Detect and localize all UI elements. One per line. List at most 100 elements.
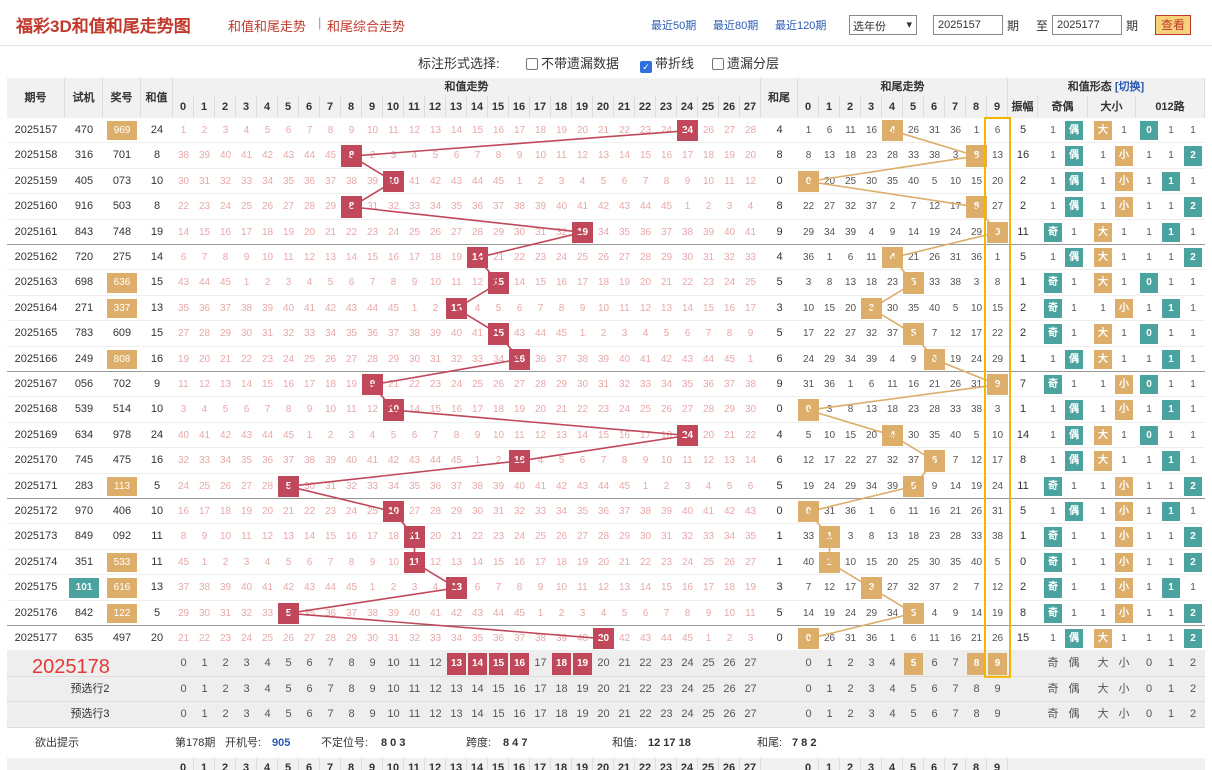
pick-sum[interactable]: 23 xyxy=(657,653,676,675)
pick-sum[interactable]: 26 xyxy=(720,653,739,675)
pick-tail[interactable]: 2 xyxy=(841,653,860,675)
pick-sum[interactable]: 4 xyxy=(258,704,277,726)
pick-sum[interactable]: 0 xyxy=(174,678,193,701)
pick-bigsmall[interactable]: 小 xyxy=(1115,678,1133,701)
pick-tail[interactable]: 3 xyxy=(862,704,881,726)
pick-tail[interactable]: 7 xyxy=(946,704,965,726)
pick-sum[interactable]: 24 xyxy=(678,704,697,726)
pick-sum[interactable]: 17 xyxy=(531,678,550,701)
pick-bigsmall[interactable]: 大 xyxy=(1094,704,1112,726)
pick-oddeven[interactable]: 奇 xyxy=(1044,678,1062,701)
pick-sum[interactable]: 27 xyxy=(741,653,760,675)
pick-sum[interactable]: 25 xyxy=(699,653,718,675)
pick-route[interactable]: 2 xyxy=(1184,678,1202,701)
pick-tail[interactable]: 3 xyxy=(862,653,881,675)
pick-tail[interactable]: 7 xyxy=(946,678,965,701)
pick-bigsmall[interactable]: 大 xyxy=(1094,653,1112,675)
pick-sum[interactable]: 17 xyxy=(531,653,550,675)
pick-oddeven[interactable]: 奇 xyxy=(1044,653,1062,675)
pick-tail[interactable]: 6 xyxy=(925,678,944,701)
pick-sum[interactable]: 6 xyxy=(300,704,319,726)
pick-sum[interactable]: 23 xyxy=(657,678,676,701)
pick-tail[interactable]: 4 xyxy=(883,678,902,701)
pick-sum-selected[interactable]: 14 xyxy=(468,653,487,675)
pick-sum[interactable]: 16 xyxy=(510,678,529,701)
pick-sum[interactable]: 15 xyxy=(489,704,508,726)
pick-sum[interactable]: 1 xyxy=(195,704,214,726)
pick-sum[interactable]: 26 xyxy=(720,678,739,701)
pick-sum[interactable]: 1 xyxy=(195,653,214,675)
pick-sum[interactable]: 17 xyxy=(531,704,550,726)
pick-sum[interactable]: 13 xyxy=(447,678,466,701)
pick-bigsmall[interactable]: 小 xyxy=(1115,653,1133,675)
pick-route[interactable]: 0 xyxy=(1140,704,1158,726)
pick-sum[interactable]: 14 xyxy=(468,704,487,726)
pick-sum-selected[interactable]: 15 xyxy=(489,653,508,675)
pick-sum[interactable]: 0 xyxy=(174,704,193,726)
option-miss-layer[interactable]: 遗漏分层 xyxy=(712,53,779,72)
pick-sum[interactable]: 27 xyxy=(741,678,760,701)
pick-sum-selected[interactable]: 16 xyxy=(510,653,529,675)
pick-tail[interactable]: 0 xyxy=(799,678,818,701)
pick-sum[interactable]: 8 xyxy=(342,653,361,675)
checked-checkbox-icon[interactable]: ✓ xyxy=(640,61,652,73)
checkbox-icon[interactable] xyxy=(526,58,538,70)
pick-tail[interactable]: 0 xyxy=(799,653,818,675)
pick-oddeven[interactable]: 偶 xyxy=(1065,653,1083,675)
pick-sum[interactable]: 10 xyxy=(384,678,403,701)
pick-sum[interactable]: 4 xyxy=(258,678,277,701)
pick-oddeven[interactable]: 偶 xyxy=(1065,678,1083,701)
pick-sum[interactable]: 18 xyxy=(552,704,571,726)
pick-sum[interactable]: 15 xyxy=(489,678,508,701)
pick-sum[interactable]: 6 xyxy=(300,678,319,701)
pick-tail[interactable]: 2 xyxy=(841,678,860,701)
pick-route[interactable]: 2 xyxy=(1184,704,1202,726)
pick-sum[interactable]: 7 xyxy=(321,704,340,726)
pick-sum[interactable]: 7 xyxy=(321,653,340,675)
pick-sum[interactable]: 9 xyxy=(363,653,382,675)
pick-sum[interactable]: 3 xyxy=(237,678,256,701)
pick-sum[interactable]: 21 xyxy=(615,653,634,675)
pick-sum[interactable]: 24 xyxy=(678,678,697,701)
pick-tail-selected[interactable]: 9 xyxy=(988,653,1007,675)
pick-tail[interactable]: 1 xyxy=(820,653,839,675)
pick-sum[interactable]: 9 xyxy=(363,704,382,726)
sum-tail-trend-link[interactable]: 和值和尾走势 xyxy=(228,19,307,34)
pick-tail[interactable]: 9 xyxy=(988,678,1007,701)
pick-sum[interactable]: 10 xyxy=(384,653,403,675)
pick-sum[interactable]: 20 xyxy=(594,704,613,726)
pick-sum[interactable]: 11 xyxy=(405,653,424,675)
pick-sum-selected[interactable]: 13 xyxy=(447,653,466,675)
pick-sum[interactable]: 25 xyxy=(699,678,718,701)
pick-sum[interactable]: 21 xyxy=(615,678,634,701)
pick-sum[interactable]: 25 xyxy=(699,704,718,726)
pick-tail[interactable]: 2 xyxy=(841,704,860,726)
pick-route[interactable]: 0 xyxy=(1140,653,1158,675)
pick-sum[interactable]: 7 xyxy=(321,678,340,701)
pick-sum[interactable]: 2 xyxy=(216,704,235,726)
pick-sum[interactable]: 5 xyxy=(279,704,298,726)
pick-sum[interactable]: 3 xyxy=(237,704,256,726)
pick-sum[interactable]: 24 xyxy=(678,653,697,675)
pick-sum-selected[interactable]: 19 xyxy=(573,653,592,675)
option-polyline[interactable]: ✓带折线 xyxy=(640,53,694,73)
pick-oddeven[interactable]: 奇 xyxy=(1044,704,1062,726)
pick-sum[interactable]: 16 xyxy=(510,704,529,726)
pick-bigsmall[interactable]: 大 xyxy=(1094,678,1112,701)
pick-sum[interactable]: 22 xyxy=(636,704,655,726)
option-no-miss[interactable]: 不带遗漏数据 xyxy=(526,53,619,72)
recent-50-link[interactable]: 最近50期 xyxy=(651,20,697,32)
pick-sum[interactable]: 19 xyxy=(573,704,592,726)
to-period-input[interactable]: 2025177 xyxy=(1052,15,1122,35)
pick-sum[interactable]: 19 xyxy=(573,678,592,701)
tail-combined-trend-link[interactable]: 和尾综合走势 xyxy=(327,19,406,34)
pick-tail[interactable]: 4 xyxy=(883,704,902,726)
checkbox-icon[interactable] xyxy=(712,58,724,70)
pick-sum[interactable]: 20 xyxy=(594,678,613,701)
switch-link[interactable]: [切换] xyxy=(1111,81,1145,93)
pick-route[interactable]: 2 xyxy=(1184,653,1202,675)
year-select[interactable]: 选年份 xyxy=(849,15,917,35)
pick-route[interactable]: 1 xyxy=(1162,704,1180,726)
pick-route[interactable]: 1 xyxy=(1162,653,1180,675)
pick-tail[interactable]: 8 xyxy=(967,678,986,701)
